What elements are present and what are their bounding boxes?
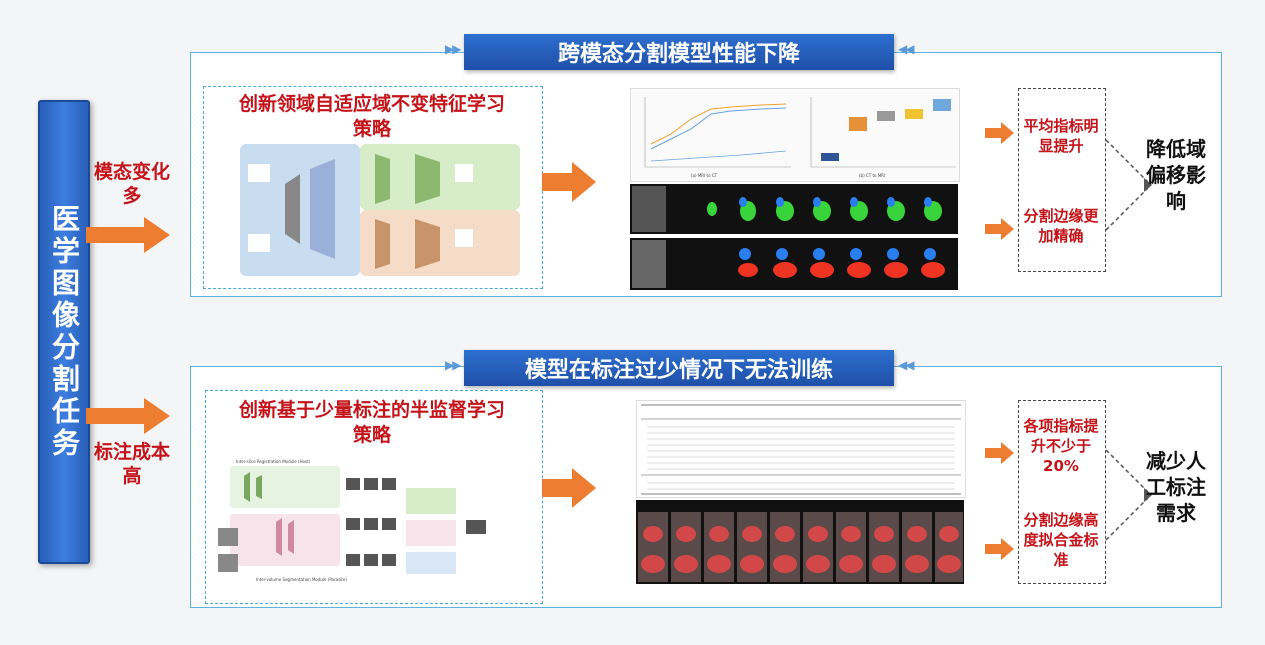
arrow-right-icon	[985, 442, 1014, 464]
segmentation-strip-ct	[630, 184, 958, 234]
result-bottom: 减少人工标注需求	[1146, 449, 1206, 525]
strategy-title-bottom: 创新基于少量标注的半监督学习策略	[238, 399, 505, 446]
section-banner-top: 跨模态分割模型性能下降	[464, 34, 894, 70]
effect-bottom-1: 各项指标提升不少于20%	[1023, 417, 1099, 475]
effects-box-bottom	[1018, 400, 1106, 584]
effect-top-1: 平均指标明显提升	[1023, 117, 1099, 155]
section-banner-bottom: 模型在标注过少情况下无法训练	[464, 350, 894, 386]
effect-bottom-2: 分割边缘高度拟合金标准	[1023, 511, 1099, 569]
segmentation-overlay-strip	[636, 500, 964, 584]
arrow-right-icon	[86, 217, 170, 253]
challenge-top: 模态变化多	[93, 161, 170, 207]
main-task-bar: 医学图像分割任务	[38, 100, 90, 564]
network-diagram	[240, 144, 520, 276]
challenge-bottom: 标注成本高	[93, 441, 170, 487]
results-table	[636, 400, 966, 498]
converge-arrow-icon	[1105, 449, 1152, 541]
segmentation-strip-mri	[630, 238, 958, 290]
diagram-label-host: Inter-slice Registration Module (Host)	[236, 459, 311, 464]
strategy-title-top: 创新领域自适应域不变特征学习策略	[238, 93, 505, 140]
arrow-right-icon	[985, 122, 1014, 144]
diagram-label-parasite: Inter-volume Segmentation Module (Parasi…	[256, 577, 347, 582]
effect-top-2: 分割边缘更加精确	[1023, 207, 1099, 245]
arrow-right-icon	[542, 162, 596, 202]
arrow-right-icon	[985, 538, 1014, 560]
effects-box-top	[1018, 88, 1106, 272]
main-task-label: 医学图像分割任务	[48, 204, 81, 460]
semi-supervised-diagram: Inter-slice Registration Module (Host) I…	[216, 458, 528, 586]
chevron-right-icon: ▶▶	[445, 358, 462, 372]
chart-label-b: (b) CT to MRI	[859, 173, 886, 178]
arrow-right-icon	[542, 468, 596, 508]
arrow-right-icon	[86, 398, 170, 434]
arrow-right-icon	[985, 218, 1014, 240]
result-charts: (a) MRI to CT (b) CT to MRI	[630, 88, 960, 182]
chevron-left-icon: ◀◀	[898, 42, 915, 56]
chevron-right-icon: ▶▶	[445, 42, 462, 56]
result-top: 降低域偏移影响	[1146, 137, 1206, 213]
chart-label-a: (a) MRI to CT	[691, 173, 718, 178]
converge-arrow-icon	[1105, 139, 1152, 231]
chevron-left-icon: ◀◀	[898, 358, 915, 372]
